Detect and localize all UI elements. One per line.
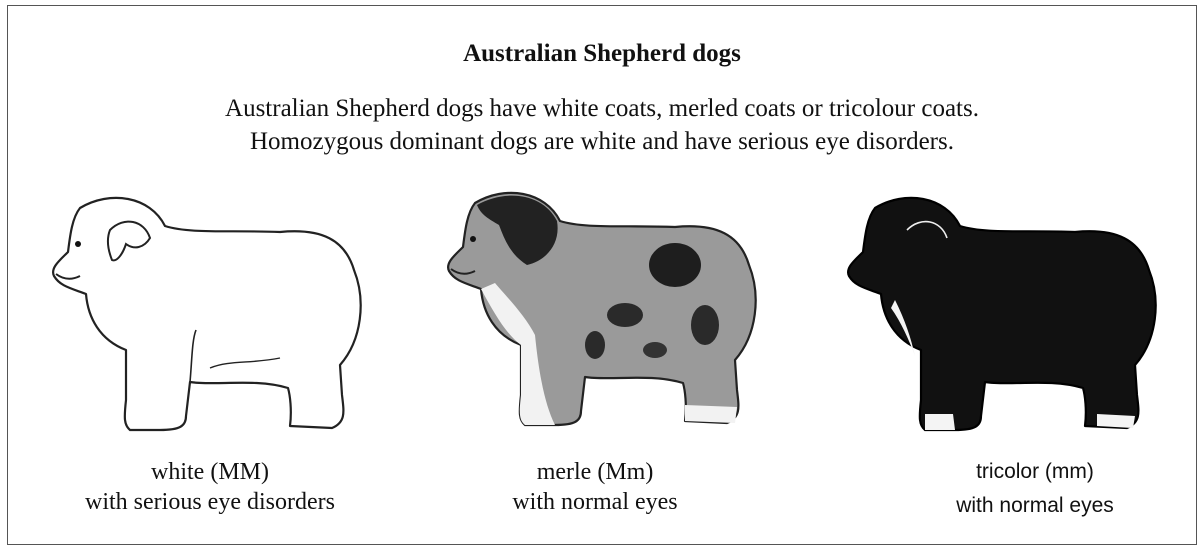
merle-dog-spot: [649, 243, 701, 287]
merle-dog-spot: [643, 342, 667, 358]
tricolor-dog-caption: tricolor (mm) with normal eyes: [905, 455, 1165, 523]
tricolor-dog-paw-front: [925, 414, 955, 430]
white-dog-drawing: [40, 190, 380, 440]
merle-dog-label: merle (Mm): [460, 457, 730, 487]
white-dog-sub: with serious eye disorders: [30, 487, 390, 517]
tricolor-dog-sub: with normal eyes: [905, 489, 1165, 523]
white-dog-eye: [75, 241, 81, 247]
merle-dog-spot: [691, 305, 719, 345]
tricolor-dog-body: [848, 198, 1156, 430]
intro-line-1: Australian Shepherd dogs have white coat…: [0, 95, 1204, 123]
intro-line-2: Homozygous dominant dogs are white and h…: [0, 128, 1204, 156]
merle-dog-eye: [470, 236, 476, 242]
merle-dog-sub: with normal eyes: [460, 487, 730, 517]
tricolor-dog-label: tricolor (mm): [905, 455, 1165, 489]
white-dog-body: [53, 198, 361, 430]
merle-dog-spot: [585, 331, 605, 359]
white-dog-label: white (MM): [30, 457, 390, 487]
figure-title: Australian Shepherd dogs: [0, 40, 1204, 68]
white-dog-caption: white (MM) with serious eye disorders: [30, 457, 390, 517]
tricolor-dog-drawing: [835, 190, 1175, 440]
merle-dog-spot: [607, 303, 643, 327]
merle-dog-drawing: [435, 185, 775, 435]
tricolor-dog-paw-back: [1097, 414, 1135, 428]
merle-dog-paw: [685, 405, 737, 423]
merle-dog-caption: merle (Mm) with normal eyes: [460, 457, 730, 517]
